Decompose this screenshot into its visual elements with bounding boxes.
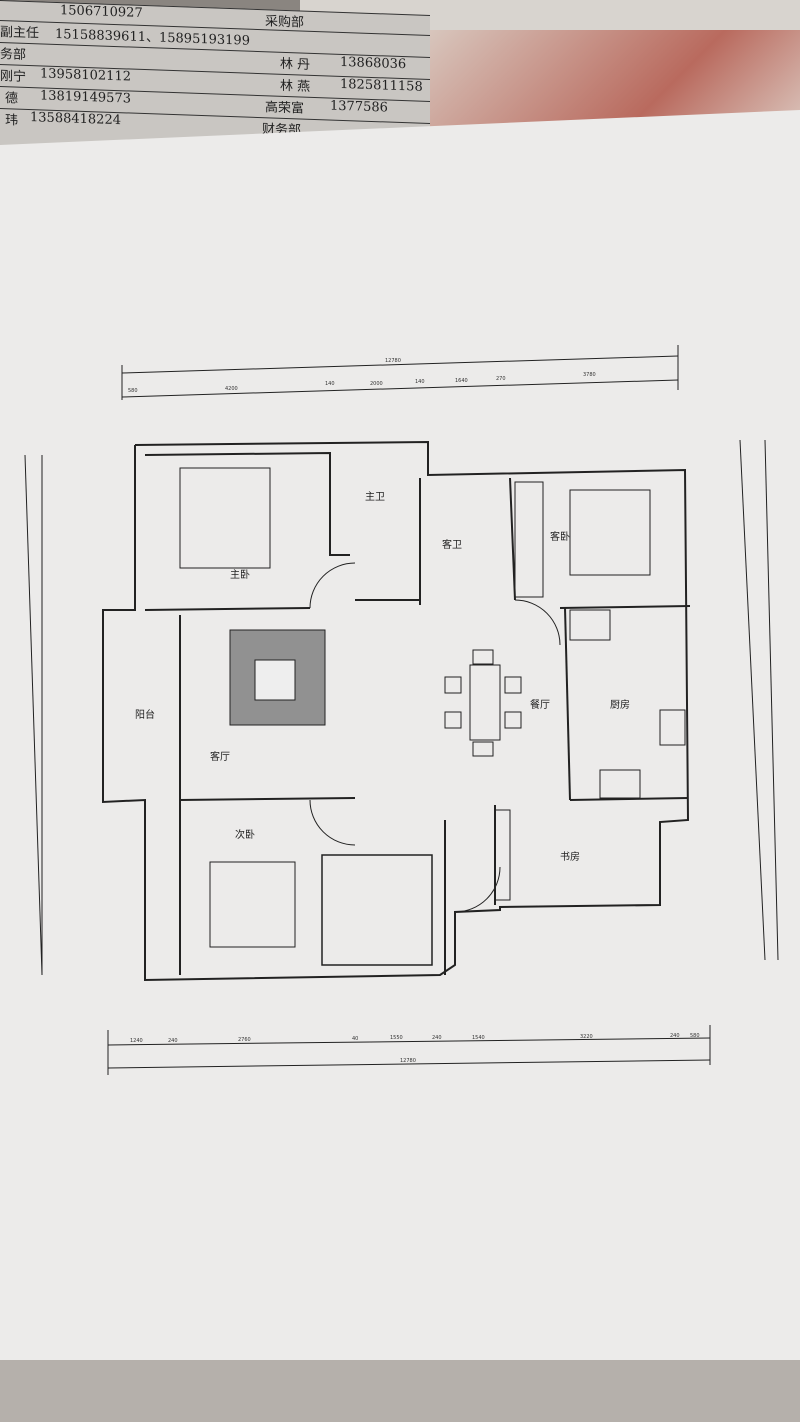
room-kitchen: 厨房 bbox=[610, 698, 630, 711]
room-second-bedroom: 次卧 bbox=[235, 828, 255, 841]
dim-total: 12780 bbox=[385, 358, 401, 364]
dim-total: 12780 bbox=[400, 1058, 416, 1064]
dim: 2000 bbox=[370, 381, 383, 387]
dim: 240 bbox=[168, 1038, 178, 1044]
dim: 1240 bbox=[130, 1038, 143, 1044]
dim: 1550 bbox=[390, 1035, 403, 1041]
dim: 140 bbox=[325, 381, 335, 387]
dim: 3220 bbox=[580, 1034, 593, 1040]
dim: 1640 bbox=[455, 378, 468, 384]
room-study: 书房 bbox=[560, 850, 580, 863]
room-dining: 餐厅 bbox=[530, 698, 550, 711]
dim: 2760 bbox=[238, 1037, 251, 1043]
room-labels: 主卧 主卫 客卫 客卧 阳台 客厅 餐厅 厨房 次卧 书房 bbox=[135, 491, 630, 863]
desk-surface bbox=[0, 1360, 800, 1422]
dim: 40 bbox=[352, 1036, 358, 1042]
dim: 240 bbox=[432, 1035, 442, 1041]
room-balcony: 阳台 bbox=[135, 708, 155, 721]
dim: 3780 bbox=[583, 372, 596, 378]
dim: 140 bbox=[415, 379, 425, 385]
dim: 240 bbox=[670, 1033, 680, 1039]
room-guest-bath: 客卫 bbox=[442, 538, 462, 551]
bottom-dimension-labels: 1240 240 2760 40 1550 240 1540 3220 240 … bbox=[130, 1033, 700, 1064]
dim: 4200 bbox=[225, 386, 238, 392]
room-master-bath: 主卫 bbox=[365, 491, 385, 503]
dim: 580 bbox=[128, 388, 138, 394]
room-master-bedroom: 主卧 bbox=[230, 568, 250, 581]
floor-plan-sheet bbox=[0, 110, 800, 1370]
dim: 270 bbox=[496, 376, 506, 382]
dim: 580 bbox=[690, 1033, 700, 1039]
top-dimension-labels: 12780 580 4200 140 2000 140 1640 270 378… bbox=[128, 358, 596, 394]
dim: 1540 bbox=[472, 1035, 485, 1041]
room-guest-bedroom: 客卧 bbox=[550, 530, 570, 543]
room-living: 客厅 bbox=[210, 750, 230, 763]
